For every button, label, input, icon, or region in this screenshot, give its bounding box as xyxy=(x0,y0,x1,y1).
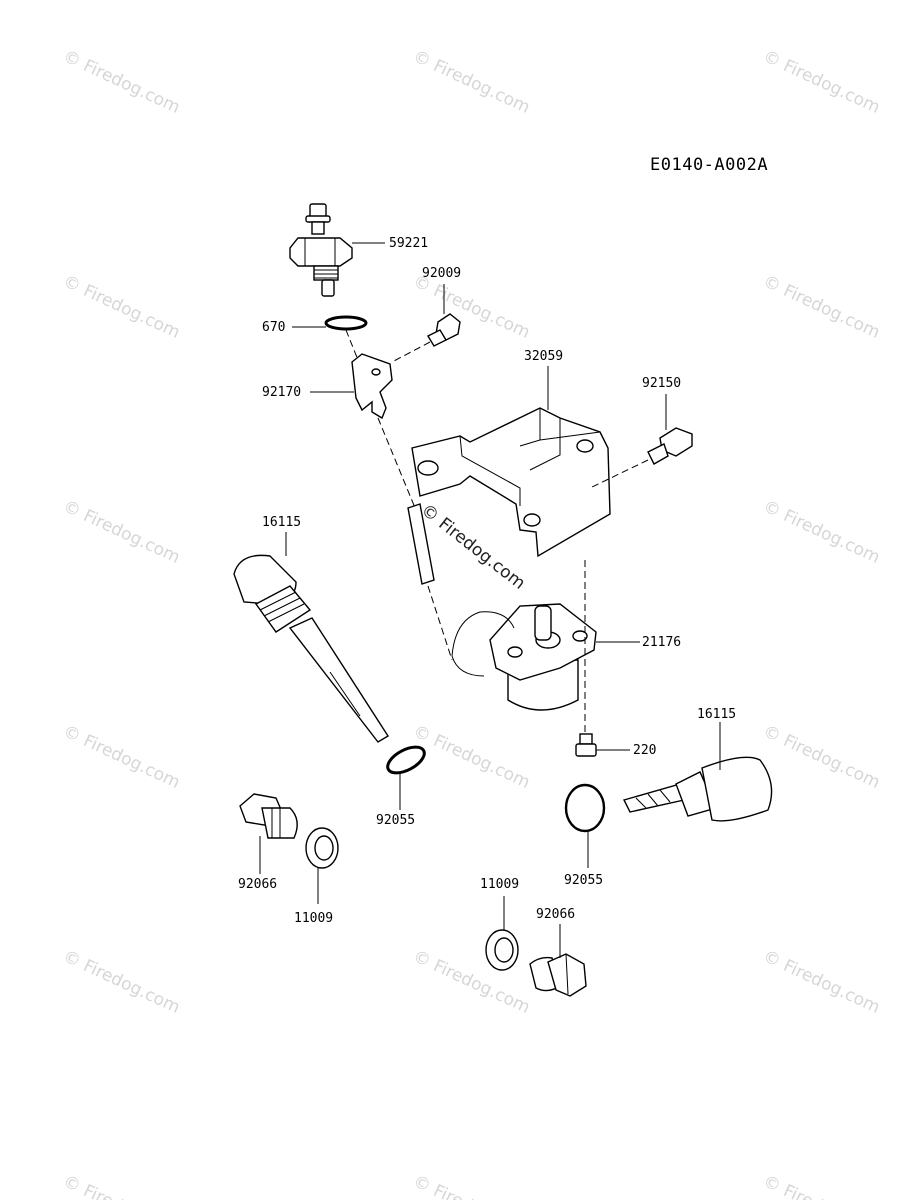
label-32059: 32059 xyxy=(524,349,563,364)
watermark: © Firedog.com xyxy=(760,46,883,118)
label-59221: 59221 xyxy=(389,236,428,251)
watermark: © Firedog.com xyxy=(760,496,883,568)
part-59221-switch xyxy=(289,203,353,297)
watermark: © Firedog.com xyxy=(410,1171,533,1200)
watermark: © Firedog.com xyxy=(760,721,883,793)
part-21176-housing xyxy=(451,603,597,711)
watermark: © Firedog.com xyxy=(60,46,183,118)
watermark: © Firedog.com xyxy=(760,946,883,1018)
part-11009-washer-left xyxy=(305,827,339,869)
watermark-layer: © Firedog.com © Firedog.com © Firedog.co… xyxy=(60,46,883,1200)
watermark: © Firedog.com xyxy=(410,46,533,118)
part-670-o-ring xyxy=(324,315,368,331)
label-92170: 92170 xyxy=(262,385,301,400)
label-92150: 92150 xyxy=(642,376,681,391)
label-11009-left: 11009 xyxy=(294,911,333,926)
part-92170-bracket xyxy=(351,353,393,420)
label-92066-left: 92066 xyxy=(238,877,277,892)
watermark: © Firedog.com xyxy=(60,721,183,793)
watermark: © Firedog.com xyxy=(60,496,183,568)
label-220: 220 xyxy=(633,743,656,758)
label-16115-left: 16115 xyxy=(262,515,301,530)
watermark: © Firedog.com xyxy=(760,1171,883,1200)
label-92066-right: 92066 xyxy=(536,907,575,922)
label-92055-left: 92055 xyxy=(376,813,415,828)
diagram-code: E0140-A002A xyxy=(650,155,768,175)
part-92009-screw xyxy=(427,313,461,347)
label-11009-right: 11009 xyxy=(480,877,519,892)
part-dipstick-tube xyxy=(407,503,453,661)
label-16115-right: 16115 xyxy=(697,707,736,722)
part-220-screw xyxy=(575,733,597,757)
center-line xyxy=(377,417,421,521)
part-92066-plug-right xyxy=(529,953,587,997)
part-92055-o-ring-left xyxy=(386,745,426,775)
label-92055-right: 92055 xyxy=(564,873,603,888)
watermark: © Firedog.com xyxy=(60,1171,183,1200)
watermark: © Firedog.com xyxy=(60,946,183,1018)
center-line xyxy=(391,341,431,363)
watermark: © Firedog.com xyxy=(760,271,883,343)
part-16115-dipstick-right xyxy=(622,756,773,822)
watermark: © Firedog.com xyxy=(410,271,533,343)
part-16115-dipstick-left xyxy=(233,554,389,743)
part-11009-washer-right xyxy=(485,929,519,971)
label-670: 670 xyxy=(262,320,285,335)
watermark: © Firedog.com xyxy=(410,721,533,793)
part-92150-bolt xyxy=(647,427,693,465)
watermark: © Firedog.com xyxy=(60,271,183,343)
label-92009: 92009 xyxy=(422,266,461,281)
part-92055-o-ring-right xyxy=(564,783,606,833)
center-line xyxy=(345,329,359,361)
label-21176: 21176 xyxy=(642,635,681,650)
part-32059-mounting-bracket xyxy=(411,407,611,558)
part-92066-plug-left xyxy=(239,793,298,839)
